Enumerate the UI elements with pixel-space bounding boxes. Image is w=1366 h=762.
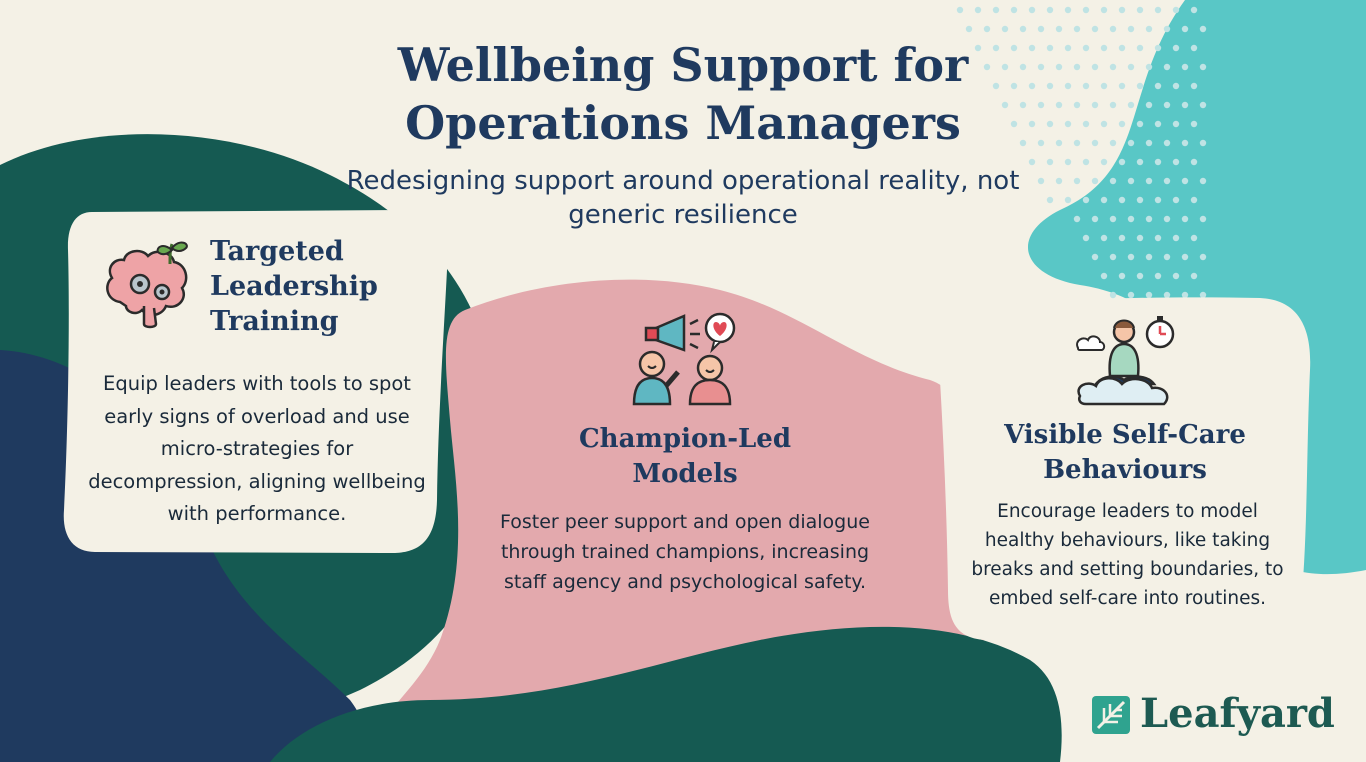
brain-gears-sprout-icon: [106, 241, 188, 329]
card-heading-champion-models: Champion-Led Models: [578, 424, 792, 489]
brand-name: Leafyard: [1140, 690, 1335, 737]
card-body-leadership-training: Equip leaders with tools to spot early s…: [88, 372, 426, 525]
card-right-bg: [936, 297, 1311, 650]
card-body-self-care: Encourage leaders to model healthy behav…: [971, 501, 1284, 609]
card-heading-leadership-training: Targeted Leadership Training: [210, 236, 378, 337]
leaf-logo-icon: [1092, 696, 1130, 734]
card-heading-self-care: Visible Self-Care Behaviours: [1004, 420, 1246, 485]
card-body-champion-models: Foster peer support and open dialogue th…: [500, 511, 870, 593]
peer-megaphone-heart-icon: [632, 312, 736, 406]
page-subtitle: Redesigning support around operational r…: [346, 166, 1020, 230]
meditation-stopwatch-icon: [1076, 316, 1175, 406]
page-title: Wellbeing Support for Operations Manager…: [397, 38, 969, 150]
teal-wave-bottom: [270, 626, 1062, 762]
brand-logo: Leafyard: [1090, 688, 1350, 744]
